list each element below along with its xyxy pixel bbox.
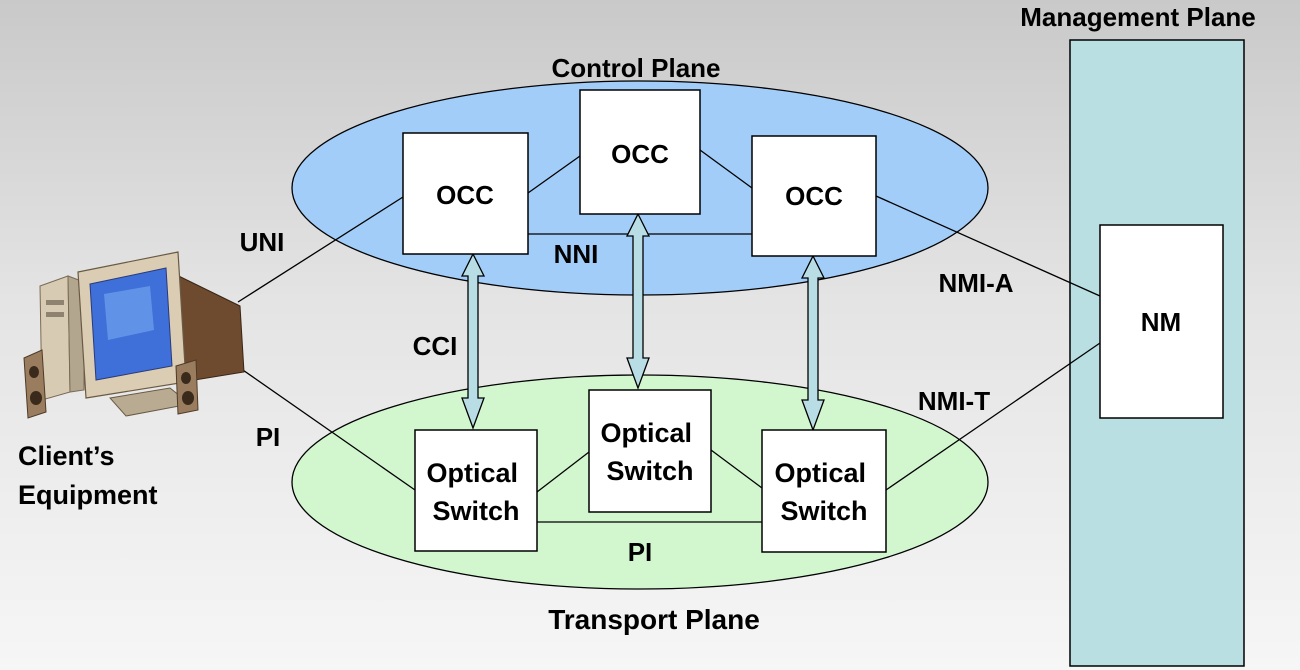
occ-right-node: OCC	[751, 135, 877, 257]
nm-label: NM	[1141, 307, 1181, 337]
occ-right-label: OCC	[785, 181, 843, 211]
cci-arrow-center	[625, 212, 651, 390]
occ-link-left-center	[527, 155, 581, 194]
svg-text:Optical Switch: Optical Switch	[426, 458, 525, 526]
optical-switch-center: Optical Switch	[588, 389, 712, 513]
switch-left-line2: Switch	[432, 496, 519, 526]
cci-label: CCI	[413, 331, 458, 361]
nni-label: NNI	[554, 239, 599, 269]
occ-left-node: OCC	[402, 132, 529, 255]
uni-link	[237, 196, 404, 303]
occ-center-node: OCC	[579, 89, 701, 215]
svg-text:Optical Switch: Optical Switch	[600, 418, 699, 486]
switch-link-left-center	[536, 451, 590, 493]
nmi-a-label: NMI-A	[938, 268, 1013, 298]
nmi-a-link	[875, 195, 1101, 297]
switch-right-line2: Switch	[780, 496, 867, 526]
desktop-computer-icon	[23, 251, 245, 419]
switch-right-line1: Optical	[774, 458, 866, 488]
svg-text:Optical Switch: Optical Switch	[774, 458, 873, 526]
nm-node: NM	[1099, 224, 1224, 419]
pi-transport-label: PI	[628, 537, 653, 567]
management-plane-title: Management Plane	[1020, 2, 1256, 32]
cci-arrow-left	[460, 252, 486, 430]
uni-label: UNI	[240, 227, 285, 257]
switch-center-line2: Switch	[606, 456, 693, 486]
client-label-line2: Equipment	[18, 480, 158, 510]
optical-switch-left: Optical Switch	[414, 429, 538, 552]
transport-plane-title: Transport Plane	[548, 604, 760, 635]
svg-text:Client’s Equipment: Client’s Equipment	[18, 441, 158, 510]
control-plane-title: Control Plane	[551, 53, 720, 83]
occ-left-label: OCC	[436, 180, 494, 210]
pi-client-label: PI	[256, 422, 281, 452]
nmi-t-link	[885, 342, 1101, 491]
switch-link-center-right	[710, 449, 763, 489]
interface-links	[237, 149, 1101, 523]
occ-link-center-right	[699, 149, 753, 189]
optical-switch-right: Optical Switch	[761, 429, 887, 553]
switch-center-line1: Optical	[600, 418, 692, 448]
nmi-t-label: NMI-T	[918, 386, 990, 416]
occ-center-label: OCC	[611, 139, 669, 169]
client-label-line1: Client’s	[18, 441, 115, 471]
pi-client-link	[239, 367, 416, 491]
switch-left-line1: Optical	[426, 458, 518, 488]
